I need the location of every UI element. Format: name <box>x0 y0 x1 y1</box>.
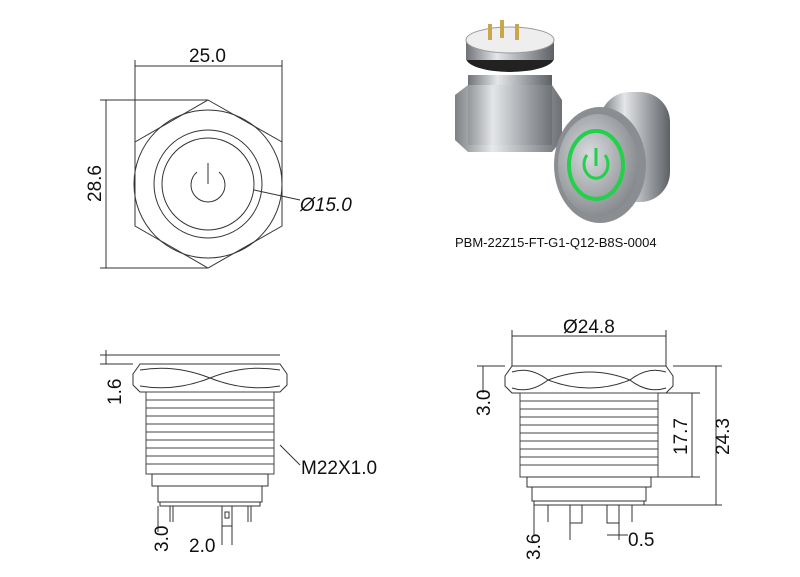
power-icon-led <box>582 148 610 180</box>
total-length-label: 24.3 <box>713 418 734 455</box>
power-icon <box>190 163 226 203</box>
pin-thickness-label: 0.5 <box>628 530 654 551</box>
pin-length-label: 3.0 <box>152 526 173 552</box>
product-photo <box>455 20 670 223</box>
flange-label: 1.6 <box>105 379 126 405</box>
top-view <box>100 60 301 269</box>
left-side-view <box>100 350 301 545</box>
pin-length-label: 3.6 <box>524 534 545 560</box>
led-ring <box>567 129 625 201</box>
diameter-label: Ø24.8 <box>563 317 615 338</box>
pin-spacing-label: 2.0 <box>189 536 215 557</box>
flange-label: 3.0 <box>474 390 495 416</box>
width-label: 25.0 <box>189 46 226 67</box>
thread <box>145 391 275 475</box>
body-length-label: 17.7 <box>671 418 692 455</box>
switch-front-view <box>554 92 670 223</box>
switch-back-view <box>455 20 562 152</box>
height-label: 28.6 <box>85 165 106 202</box>
part-number: PBM-22Z15-FT-G1-Q12-B8S-0004 <box>455 235 657 250</box>
right-side-view <box>477 330 722 540</box>
thread-label: M22X1.0 <box>301 458 377 479</box>
diameter-label: Ø15.0 <box>299 195 352 216</box>
thread <box>519 392 659 478</box>
